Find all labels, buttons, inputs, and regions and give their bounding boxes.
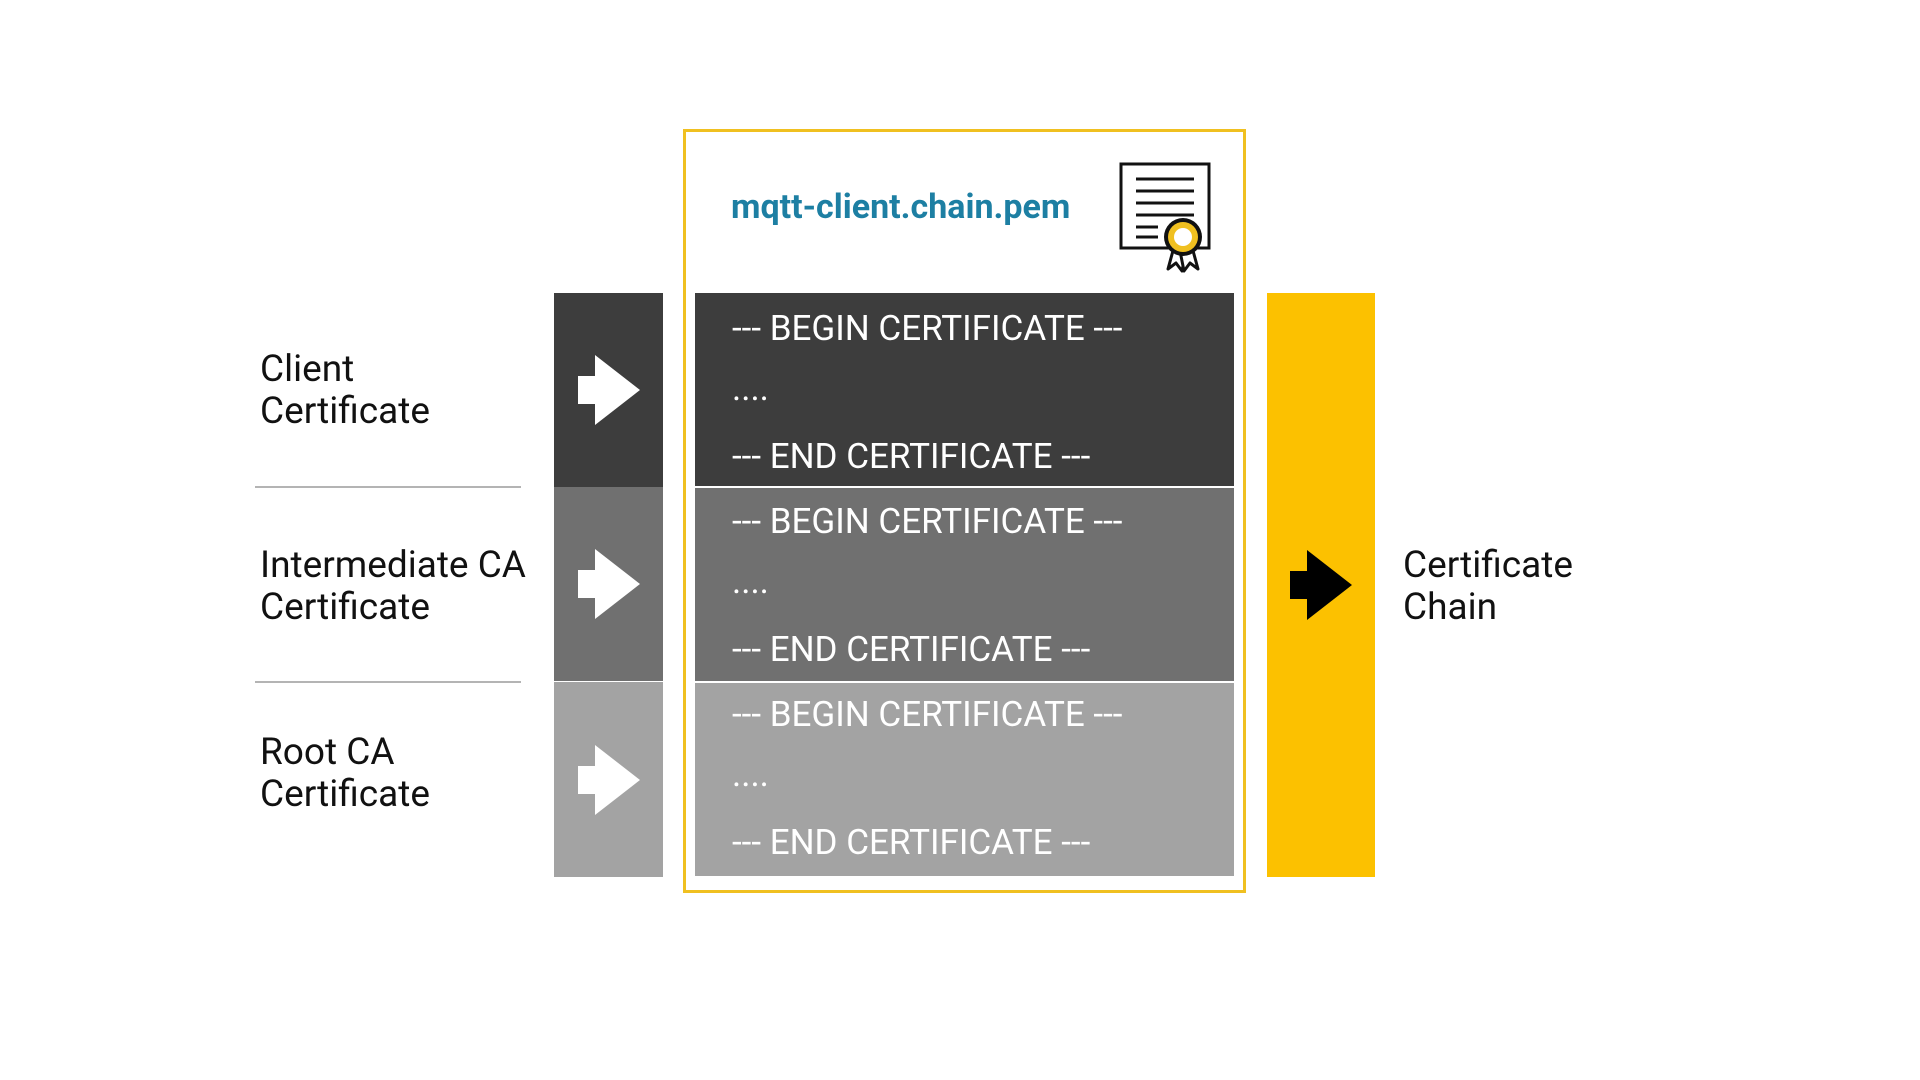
root-pem-block: --- BEGIN CERTIFICATE --- .... --- END C… <box>695 683 1234 876</box>
certificate-chain-bar <box>1267 293 1375 877</box>
label-divider <box>255 681 521 683</box>
end-certificate-line: --- END CERTIFICATE --- <box>732 436 1091 477</box>
chain-label-line-2: Chain <box>1403 586 1498 629</box>
intermediate-arrow-block <box>554 487 663 681</box>
client-label-line-1: Client <box>260 348 355 391</box>
file-name: mqtt-client.chain.pem <box>731 187 1071 227</box>
certificate-body-line: .... <box>732 368 769 409</box>
intermediate-label-line-2: Certificate <box>260 586 430 629</box>
client-pem-block: --- BEGIN CERTIFICATE --- .... --- END C… <box>695 293 1234 486</box>
certificate-chain-label: Certificate Chain <box>1403 545 1573 629</box>
client-certificate-label: Client Certificate <box>260 349 430 433</box>
begin-certificate-line: --- BEGIN CERTIFICATE --- <box>732 501 1123 542</box>
certificate-body-line: .... <box>732 754 769 795</box>
end-certificate-line: --- END CERTIFICATE --- <box>732 822 1091 863</box>
client-arrow-block <box>554 293 663 487</box>
begin-certificate-line: --- BEGIN CERTIFICATE --- <box>732 308 1123 349</box>
root-label-line-2: Certificate <box>260 773 430 816</box>
intermediate-certificate-label: Intermediate CA Certificate <box>260 545 526 629</box>
root-certificate-label: Root CA Certificate <box>260 732 430 816</box>
arrow-right-icon <box>577 549 640 619</box>
begin-certificate-line: --- BEGIN CERTIFICATE --- <box>732 694 1123 735</box>
intermediate-pem-block: --- BEGIN CERTIFICATE --- .... --- END C… <box>695 488 1234 681</box>
end-certificate-line: --- END CERTIFICATE --- <box>732 629 1091 670</box>
label-divider <box>255 486 521 488</box>
root-arrow-block <box>554 682 663 877</box>
certificate-body-line: .... <box>732 561 769 602</box>
arrow-right-icon <box>577 744 640 815</box>
arrow-right-icon <box>1290 550 1352 620</box>
chain-label-line-1: Certificate <box>1403 544 1573 587</box>
client-label-line-2: Certificate <box>260 390 430 433</box>
root-label-line-1: Root CA <box>260 731 395 774</box>
intermediate-label-line-1: Intermediate CA <box>260 544 526 587</box>
arrow-right-icon <box>577 355 640 425</box>
certificate-icon <box>1119 162 1211 273</box>
